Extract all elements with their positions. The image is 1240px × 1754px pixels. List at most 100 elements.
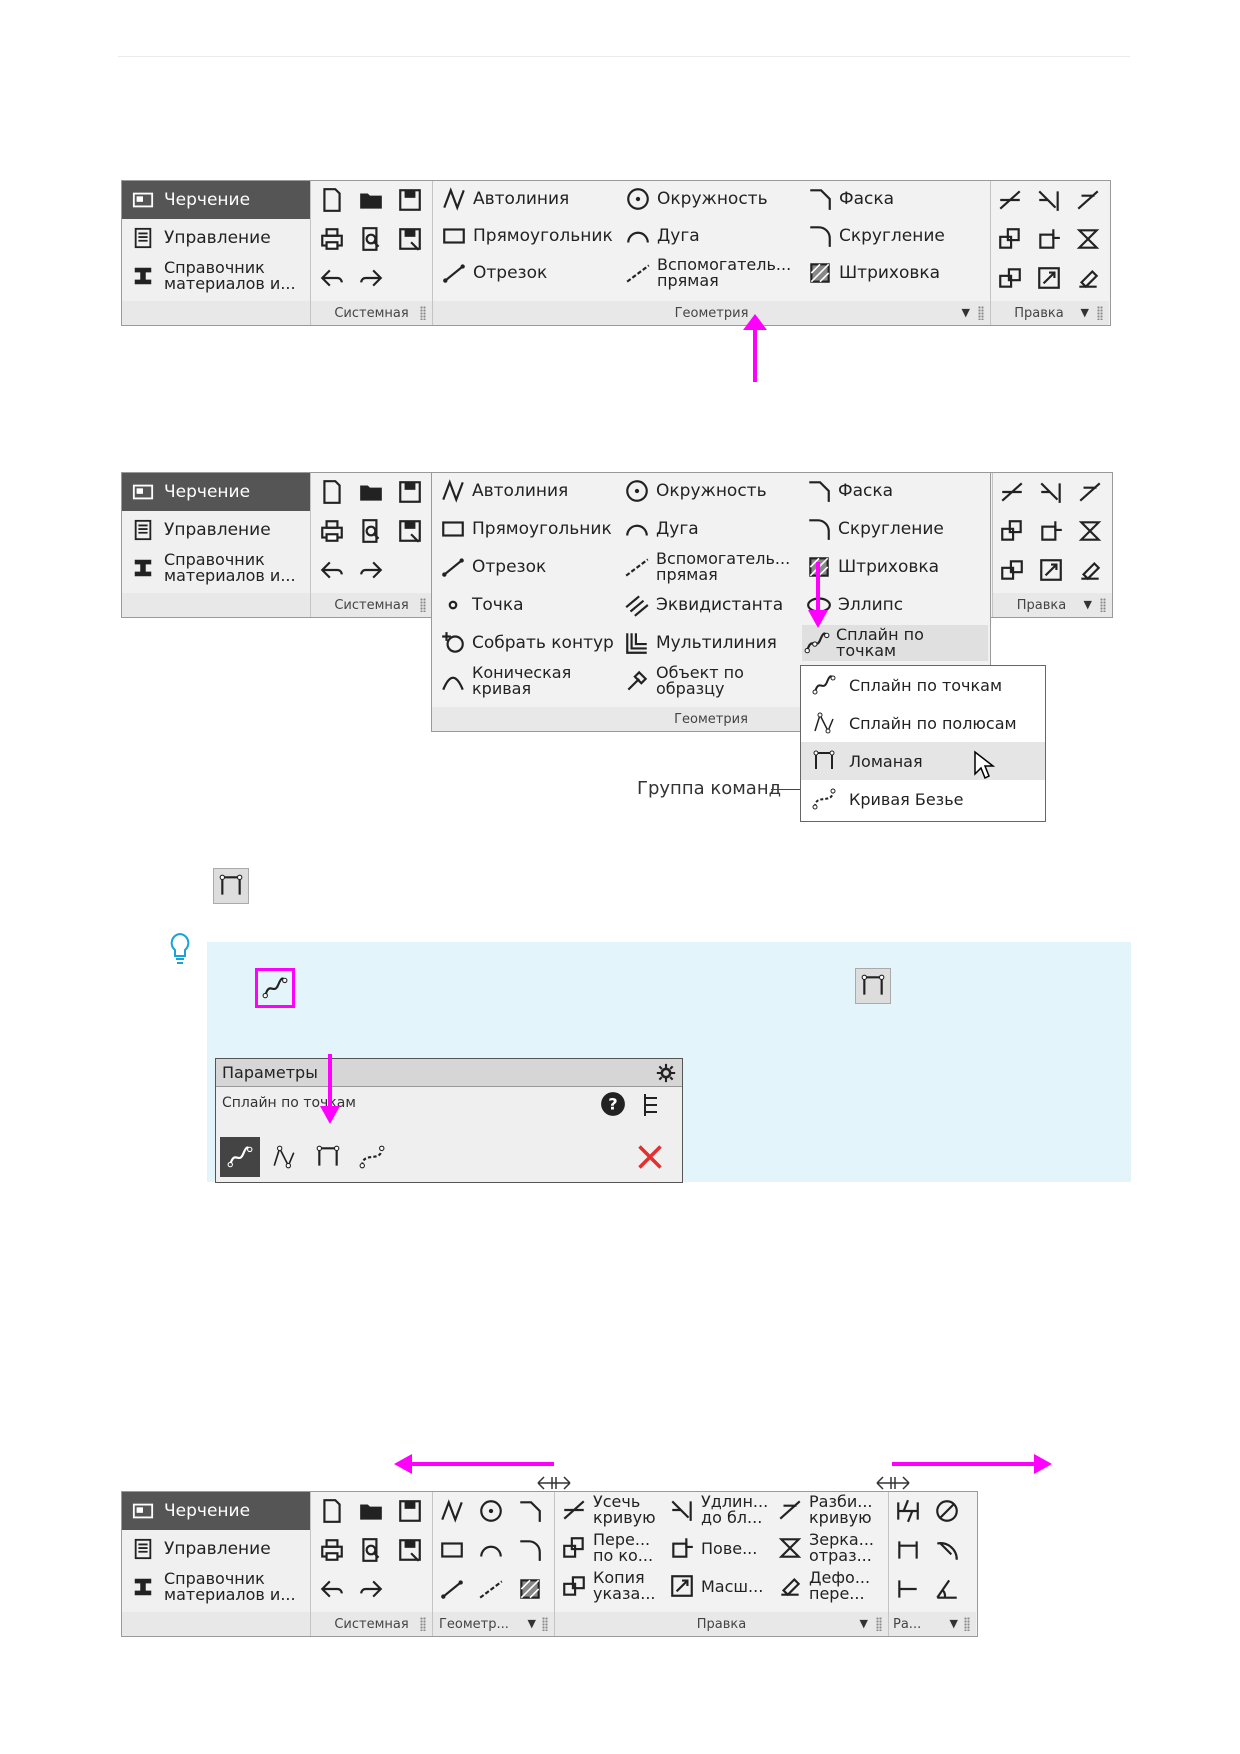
cmd-segment[interactable]: Отрезок: [438, 549, 546, 585]
nav-item-drawing[interactable]: Черчение: [122, 473, 310, 511]
expand-arrow-icon[interactable]: ▼: [859, 1617, 868, 1630]
grip-icon[interactable]: [1097, 306, 1103, 320]
hatch-icon[interactable]: [515, 1574, 545, 1604]
param-bezier-button[interactable]: [352, 1137, 392, 1177]
param-spline-poles-button[interactable]: [264, 1137, 304, 1177]
undo-icon[interactable]: [317, 263, 347, 293]
save-icon[interactable]: [395, 1496, 425, 1526]
save-icon[interactable]: [395, 477, 425, 507]
fillet-icon[interactable]: [515, 1535, 545, 1565]
cmd-extend[interactable]: Удлин... до бл...: [667, 1492, 768, 1528]
new-file-icon[interactable]: [317, 477, 347, 507]
resize-handle-icon[interactable]: [875, 1474, 911, 1492]
rotate-icon[interactable]: [1034, 224, 1064, 254]
cmd-deform[interactable]: Дефо... пере...: [775, 1568, 870, 1604]
scale-icon[interactable]: [1034, 263, 1064, 293]
nav-item-management[interactable]: Управление: [122, 1530, 310, 1568]
dd-item-spline-poles[interactable]: Сплайн по полюсам: [801, 704, 1045, 742]
nav-item-drawing[interactable]: Черчение: [122, 181, 310, 219]
param-polyline-button[interactable]: [308, 1137, 348, 1177]
cmd-chamfer[interactable]: Фаска: [805, 181, 894, 217]
spline-points-button[interactable]: [255, 968, 295, 1008]
redo-icon[interactable]: [356, 263, 386, 293]
cmd-autoline[interactable]: Автолиния: [439, 181, 569, 217]
redo-icon[interactable]: [356, 1574, 386, 1604]
extend-icon[interactable]: [1036, 477, 1066, 507]
cmd-hatch[interactable]: Штриховка: [805, 255, 940, 291]
undo-icon[interactable]: [317, 1574, 347, 1604]
cmd-arc[interactable]: Дуга: [623, 218, 700, 254]
help-icon[interactable]: ?: [600, 1091, 626, 1117]
undo-icon[interactable]: [317, 555, 347, 585]
polyline-button[interactable]: [855, 968, 891, 1004]
grip-icon[interactable]: [1100, 598, 1106, 612]
save-all-icon[interactable]: [395, 1535, 425, 1565]
baseline-dimension-icon[interactable]: [893, 1574, 923, 1604]
grip-icon[interactable]: [964, 1617, 970, 1631]
preview-icon[interactable]: [356, 1535, 386, 1565]
deform-icon[interactable]: [1073, 263, 1103, 293]
dd-item-bezier[interactable]: Кривая Безье: [801, 780, 1045, 818]
extend-icon[interactable]: [1034, 185, 1064, 215]
cmd-aux-line[interactable]: Вспомогатель... прямая: [623, 255, 791, 291]
dd-item-polyline[interactable]: Ломаная: [801, 742, 1045, 780]
grip-icon[interactable]: [420, 1617, 426, 1631]
print-icon[interactable]: [317, 1535, 347, 1565]
cmd-rectangle[interactable]: Прямоугольник: [438, 511, 612, 547]
grip-icon[interactable]: [876, 1617, 882, 1631]
trim-icon[interactable]: [997, 477, 1027, 507]
rotate-icon[interactable]: [1036, 516, 1066, 546]
rectangle-icon[interactable]: [437, 1535, 467, 1565]
cmd-rotate[interactable]: Пове...: [667, 1530, 757, 1566]
grip-icon[interactable]: [420, 306, 426, 320]
print-icon[interactable]: [317, 224, 347, 254]
copy-icon[interactable]: [997, 555, 1027, 585]
scale-icon[interactable]: [1036, 555, 1066, 585]
nav-item-management[interactable]: Управление: [122, 219, 310, 257]
gear-icon[interactable]: [656, 1063, 676, 1083]
split-icon[interactable]: [1075, 477, 1105, 507]
save-all-icon[interactable]: [395, 516, 425, 546]
dd-item-spline-points[interactable]: Сплайн по точкам: [801, 666, 1045, 704]
deform-icon[interactable]: [1075, 555, 1105, 585]
auto-dimension-icon[interactable]: [893, 1496, 923, 1526]
preview-icon[interactable]: [356, 224, 386, 254]
open-folder-icon[interactable]: [356, 185, 386, 215]
nav-item-materials[interactable]: Справочник материалов и...: [122, 549, 310, 587]
arc-icon[interactable]: [476, 1535, 506, 1565]
cmd-aux-line[interactable]: Вспомогатель... прямая: [622, 549, 790, 585]
segment-icon[interactable]: [437, 1574, 467, 1604]
cmd-split[interactable]: Разби... кривую: [775, 1492, 872, 1528]
expand-arrow-icon[interactable]: ▼: [1080, 306, 1089, 319]
grip-icon[interactable]: [420, 598, 426, 612]
mirror-icon[interactable]: [1073, 224, 1103, 254]
expand-arrow-icon[interactable]: ▼: [1083, 598, 1092, 611]
grip-icon[interactable]: [542, 1617, 548, 1631]
save-icon[interactable]: [395, 185, 425, 215]
angle-dimension-icon[interactable]: [932, 1574, 962, 1604]
cmd-point[interactable]: Точка: [438, 587, 524, 623]
cmd-scale[interactable]: Масш...: [667, 1568, 763, 1604]
cmd-fillet[interactable]: Скругление: [804, 511, 944, 547]
nav-item-drawing[interactable]: Черчение: [122, 1492, 310, 1530]
expand-arrow-icon[interactable]: ▼: [949, 1617, 958, 1630]
linear-dimension-icon[interactable]: [893, 1535, 923, 1565]
cmd-fillet[interactable]: Скругление: [805, 218, 945, 254]
move-icon[interactable]: [997, 516, 1027, 546]
radius-icon[interactable]: [932, 1535, 962, 1565]
open-folder-icon[interactable]: [356, 477, 386, 507]
expand-arrow-icon[interactable]: ▼: [527, 1617, 536, 1630]
cmd-collect-contour[interactable]: Собрать контур: [438, 625, 614, 661]
cmd-spline-points[interactable]: Сплайн по точкам: [802, 625, 988, 661]
nav-item-management[interactable]: Управление: [122, 511, 310, 549]
copy-icon[interactable]: [995, 263, 1025, 293]
cmd-autoline[interactable]: Автолиния: [438, 473, 568, 509]
cmd-multiline[interactable]: Мультилиния: [622, 625, 777, 661]
new-file-icon[interactable]: [317, 1496, 347, 1526]
cmd-circle[interactable]: Окружность: [623, 181, 768, 217]
diameter-icon[interactable]: [932, 1496, 962, 1526]
cmd-arc[interactable]: Дуга: [622, 511, 699, 547]
resize-handle-icon[interactable]: [536, 1474, 572, 1492]
chamfer-icon[interactable]: [515, 1496, 545, 1526]
cmd-chamfer[interactable]: Фаска: [804, 473, 893, 509]
